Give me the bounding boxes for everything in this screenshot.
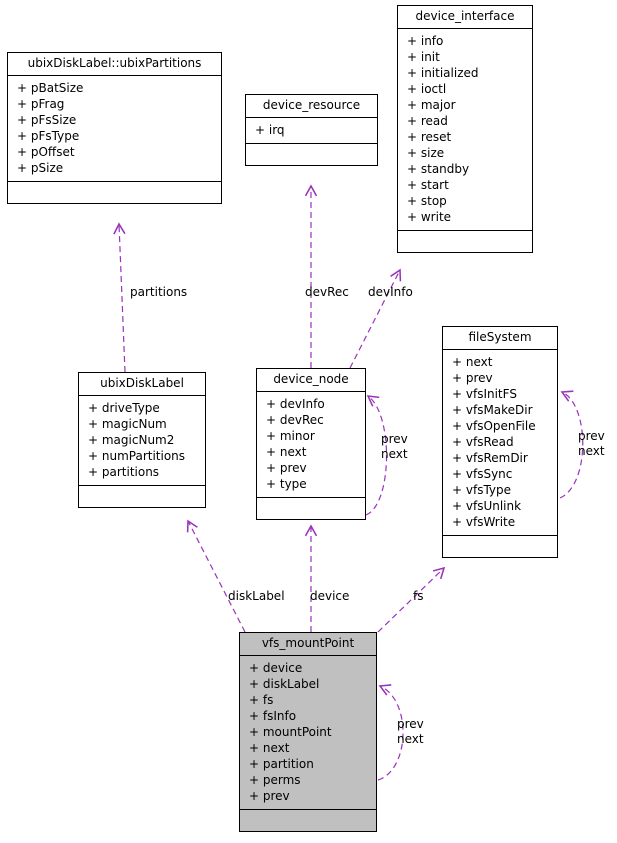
class-title: vfs_mountPoint xyxy=(240,633,376,656)
class-attribute: + vfsUnlink xyxy=(452,499,522,513)
class-attribute: + start xyxy=(407,178,449,192)
class-attributes: + device + diskLabel + fs + fsInfo + mou… xyxy=(240,656,376,810)
class-attribute: + numPartitions xyxy=(88,449,186,463)
class-title: device_node xyxy=(257,369,365,392)
class-attribute: + next xyxy=(452,355,493,369)
class-attribute: + prev xyxy=(452,371,493,385)
edge-label-filesystem-self: prev next xyxy=(578,429,605,459)
class-attribute: + driveType xyxy=(88,401,160,415)
class-attribute: + vfsInitFS xyxy=(452,387,517,401)
class-attribute: + diskLabel xyxy=(249,677,320,691)
edge-label-vfs-mountpoint-self: prev next xyxy=(397,717,424,747)
edge-label-device: device xyxy=(310,589,350,603)
edge-label-devinfo: devInfo xyxy=(368,285,413,299)
class-attribute: + device xyxy=(249,661,303,675)
edge-label-device-node-self: prev next xyxy=(381,432,408,462)
class-box-vfs-mountpoint[interactable]: vfs_mountPoint + device + diskLabel + fs… xyxy=(239,632,377,832)
class-attribute: + read xyxy=(407,114,448,128)
class-attribute: + vfsOpenFile xyxy=(452,419,536,433)
edge-label-line: prev xyxy=(397,717,424,731)
class-box-device-resource[interactable]: device_resource + irq xyxy=(245,94,378,166)
class-attributes: + pBatSize + pFrag + pFsSize + pFsType +… xyxy=(8,76,221,182)
class-operations xyxy=(398,231,532,252)
class-attribute: + init xyxy=(407,50,440,64)
class-attributes: + info + init + initialized + ioctl + ma… xyxy=(398,29,532,231)
class-attribute: + next xyxy=(266,445,307,459)
class-attribute: + vfsWrite xyxy=(452,515,516,529)
class-attribute: + devRec xyxy=(266,413,324,427)
edge-label-fs: fs xyxy=(413,589,424,603)
class-title: fileSystem xyxy=(443,327,557,350)
edge-fs xyxy=(377,566,446,633)
class-operations xyxy=(443,536,557,557)
edge-label-line: next xyxy=(397,732,424,746)
class-attribute: + standby xyxy=(407,162,470,176)
class-operations xyxy=(257,498,365,519)
class-attribute: + vfsMakeDir xyxy=(452,403,533,417)
class-attribute: + magicNum2 xyxy=(88,433,175,447)
class-title: ubixDiskLabel xyxy=(79,373,205,396)
class-operations xyxy=(240,810,376,831)
edge-label-line: prev xyxy=(381,432,408,446)
class-operations xyxy=(8,182,221,203)
class-attribute: + perms xyxy=(249,773,301,787)
class-attribute: + pFrag xyxy=(17,97,65,111)
class-box-device-node[interactable]: device_node + devInfo + devRec + minor +… xyxy=(256,368,366,520)
class-attribute: + reset xyxy=(407,130,452,144)
class-box-device-interface[interactable]: device_interface + info + init + initial… xyxy=(397,5,533,253)
class-attribute: + pFsType xyxy=(17,129,80,143)
class-attribute: + pBatSize xyxy=(17,81,84,95)
edge-label-line: prev xyxy=(578,429,605,443)
class-attribute: + partitions xyxy=(88,465,160,479)
class-box-file-system[interactable]: fileSystem + next + prev + vfsInitFS + v… xyxy=(442,326,558,558)
edge-disklabel xyxy=(186,519,246,633)
class-attribute: + vfsRead xyxy=(452,435,514,449)
class-attribute: + stop xyxy=(407,194,447,208)
edge-label-line: next xyxy=(578,444,605,458)
class-attributes: + irq xyxy=(246,118,377,144)
edge-label-devrec: devRec xyxy=(305,285,349,299)
class-attribute: + irq xyxy=(255,123,285,137)
class-attribute: + mountPoint xyxy=(249,725,332,739)
class-attribute: + major xyxy=(407,98,456,112)
class-attributes: + driveType + magicNum + magicNum2 + num… xyxy=(79,396,205,486)
class-title: device_interface xyxy=(398,6,532,29)
class-attribute: + pFsSize xyxy=(17,113,77,127)
class-attribute: + type xyxy=(266,477,307,491)
class-attribute: + size xyxy=(407,146,445,160)
class-attribute: + write xyxy=(407,210,452,224)
class-attribute: + partition xyxy=(249,757,314,771)
class-attribute: + ioctl xyxy=(407,82,447,96)
class-attribute: + prev xyxy=(266,461,307,475)
class-box-ubix-partitions[interactable]: ubixDiskLabel::ubixPartitions + pBatSize… xyxy=(7,52,222,204)
class-attribute: + initialized xyxy=(407,66,479,80)
class-attribute: + fs xyxy=(249,693,274,707)
edge-partitions xyxy=(113,222,126,373)
class-operations xyxy=(246,144,377,165)
class-attributes: + next + prev + vfsInitFS + vfsMakeDir +… xyxy=(443,350,557,536)
class-attribute: + prev xyxy=(249,789,290,803)
edge-label-disklabel: diskLabel xyxy=(228,589,285,603)
edge-label-partitions: partitions xyxy=(130,285,188,299)
class-attributes: + devInfo + devRec + minor + next + prev… xyxy=(257,392,365,498)
class-attribute: + vfsType xyxy=(452,483,512,497)
class-attribute: + next xyxy=(249,741,290,755)
class-title: ubixDiskLabel::ubixPartitions xyxy=(8,53,221,76)
class-title: device_resource xyxy=(246,95,377,118)
class-attribute: + pSize xyxy=(17,161,64,175)
class-attribute: + fsInfo xyxy=(249,709,297,723)
class-box-ubix-disk-label[interactable]: ubixDiskLabel + driveType + magicNum + m… xyxy=(78,372,206,508)
class-attribute: + vfsRemDir xyxy=(452,451,528,465)
class-attribute: + magicNum xyxy=(88,417,167,431)
class-operations xyxy=(79,486,205,507)
class-attribute: + minor xyxy=(266,429,315,443)
class-attribute: + vfsSync xyxy=(452,467,513,481)
class-attribute: + devInfo xyxy=(266,397,325,411)
class-attribute: + pOffset xyxy=(17,145,75,159)
edge-label-line: next xyxy=(381,447,408,461)
class-attribute: + info xyxy=(407,34,444,48)
